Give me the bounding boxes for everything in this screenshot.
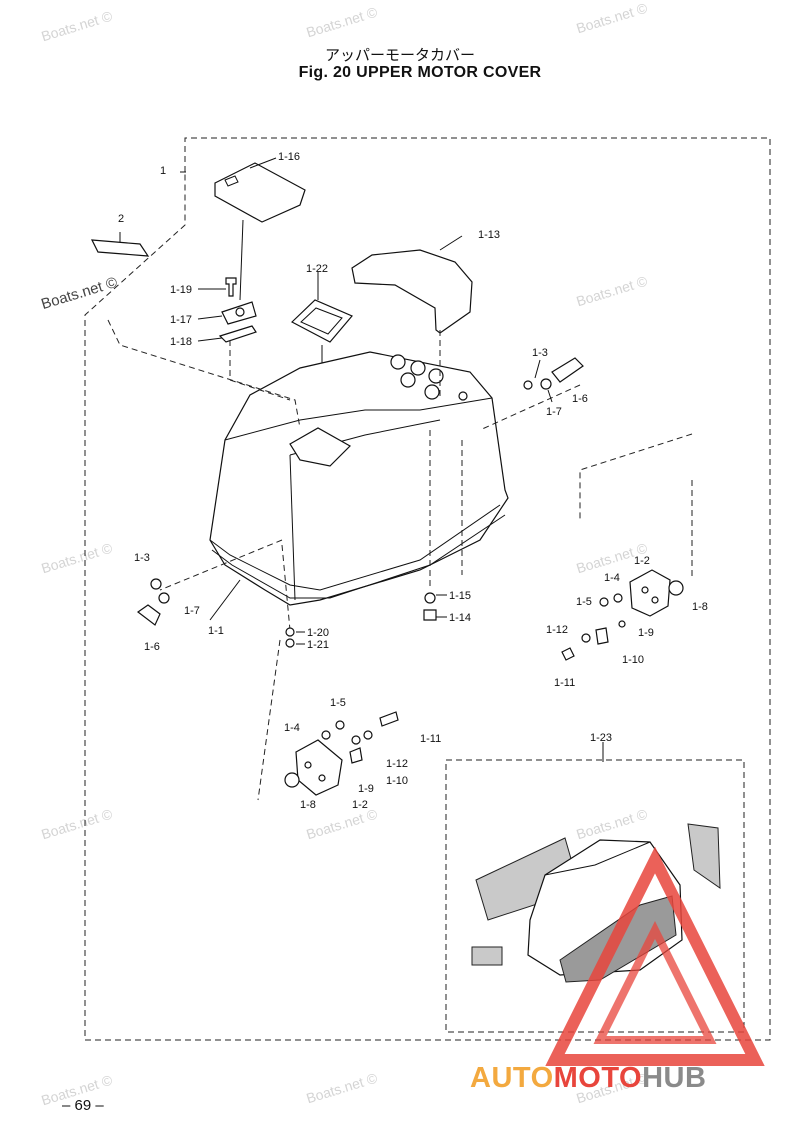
- callout-label: 1-7: [184, 605, 200, 617]
- callout-label: 1-3: [532, 347, 548, 359]
- callout-label: 1-6: [144, 641, 160, 653]
- callout-label: 1-2: [634, 555, 650, 567]
- callout-label: 2: [118, 213, 124, 225]
- callout-label: 1-8: [300, 799, 316, 811]
- assembly-boundary: [84, 137, 771, 1041]
- callout-label: 1-2: [352, 799, 368, 811]
- callout-label: 1-18: [170, 336, 192, 348]
- rear-cover-part: [351, 249, 473, 334]
- callout-label: 1-4: [284, 722, 300, 734]
- callout-label: 1-3: [134, 552, 150, 564]
- callout-label: 1-19: [170, 284, 192, 296]
- callout-label: 1-23: [590, 732, 612, 744]
- callout-label: 1-5: [330, 697, 346, 709]
- callout-label: 1-4: [604, 572, 620, 584]
- callout-label: 1-17: [170, 314, 192, 326]
- callout-label: 1-21: [307, 639, 329, 651]
- callout-label: 1-14: [449, 612, 471, 624]
- bolt-part: [423, 609, 437, 621]
- callout-label: 1-6: [572, 393, 588, 405]
- callout-label: 1-11: [554, 677, 575, 689]
- callout-label: 1-20: [307, 627, 329, 639]
- top-plate-part: [214, 162, 306, 223]
- logo-text-moto: MOTO: [553, 1062, 643, 1094]
- callout-label: 1-22: [306, 263, 328, 275]
- handle-part: [551, 357, 584, 383]
- logo-triangle: [545, 846, 765, 1066]
- callout-label: 1: [160, 165, 166, 177]
- callout-label: 1-10: [622, 654, 644, 666]
- logo-text-auto: AUTO: [470, 1062, 554, 1094]
- callout-label: 1-12: [546, 624, 568, 636]
- callout-label: 1-15: [449, 590, 471, 602]
- decal-panel: [471, 946, 503, 966]
- bracket-assembly-part: [629, 569, 671, 617]
- grommet-part: [290, 299, 353, 343]
- callout-label: 1-9: [358, 783, 374, 795]
- autmotohub-logo: AUTOMOTOHUB: [470, 1062, 706, 1095]
- callout-label: 1-10: [386, 775, 408, 787]
- page-title: Fig. 20 UPPER MOTOR COVER: [298, 64, 542, 81]
- decal-part: [90, 239, 150, 257]
- kit-boundary: [445, 759, 745, 1033]
- decal-panel: [687, 823, 721, 889]
- callout-label: 1-9: [638, 627, 654, 639]
- logo-triangle: [593, 921, 717, 1044]
- title-japanese: アッパーモータカバー: [324, 46, 475, 64]
- handle-part: [136, 604, 161, 626]
- callout-label: 1-11: [420, 733, 441, 745]
- callout-label: 1-13: [478, 229, 500, 241]
- callout-label: 1-8: [692, 601, 708, 613]
- callout-label: 1-5: [576, 596, 592, 608]
- logo-text-hub: HUB: [642, 1062, 707, 1094]
- callout-label: 1-1: [208, 625, 224, 637]
- plate-part: [218, 325, 257, 343]
- motor-cover-body: [209, 351, 509, 606]
- callout-label: 1-12: [386, 758, 408, 770]
- callout-label: 1-7: [546, 406, 562, 418]
- screw-part: [225, 277, 237, 297]
- page-number: – 69 –: [62, 1097, 104, 1114]
- callout-label: 1-16: [278, 151, 300, 163]
